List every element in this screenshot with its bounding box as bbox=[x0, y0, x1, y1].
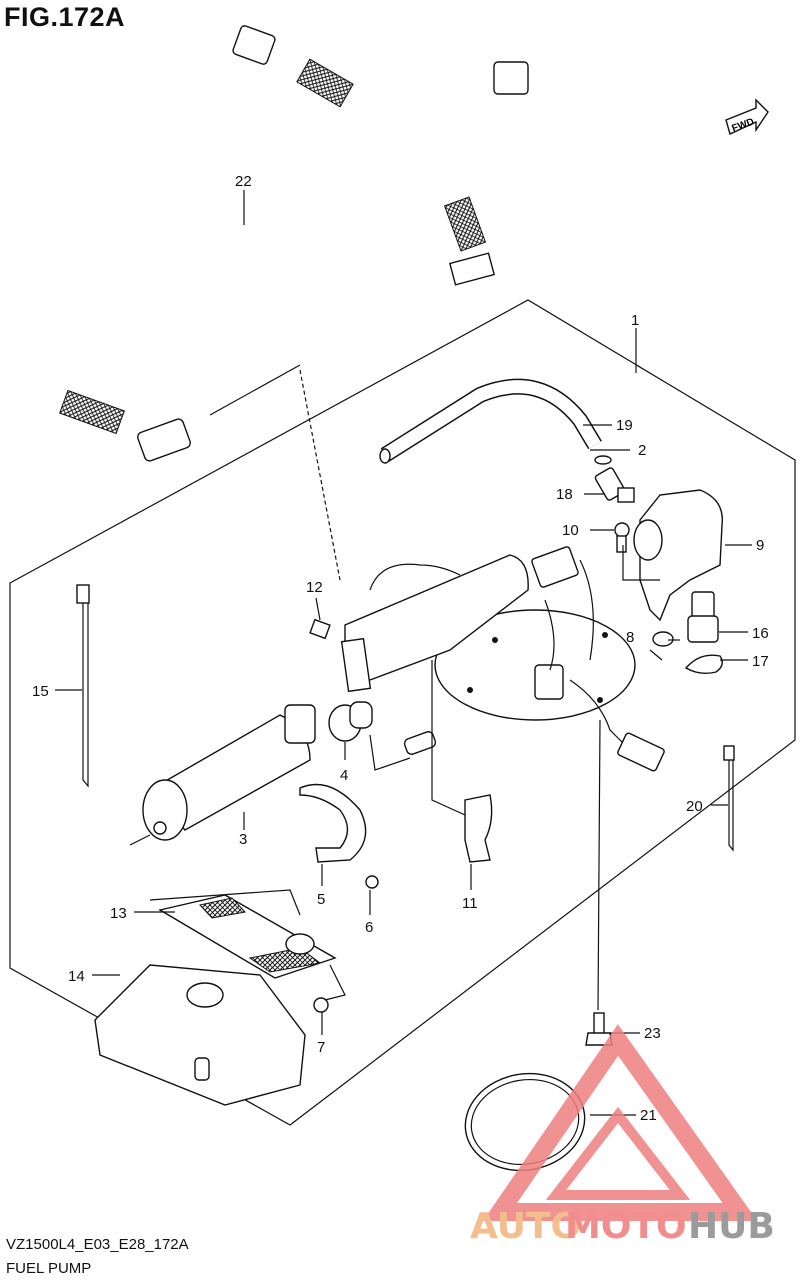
callout-14: 14 bbox=[68, 968, 85, 985]
callout-11: 11 bbox=[462, 895, 478, 912]
hose-19 bbox=[379, 378, 602, 464]
forward-arrow-badge: FWD bbox=[725, 98, 769, 135]
o-ring-8 bbox=[652, 631, 674, 647]
callout-7: 7 bbox=[317, 1039, 325, 1056]
washer-7 bbox=[313, 997, 329, 1013]
figure-title: FIG.172A bbox=[4, 2, 126, 32]
callout-12: 12 bbox=[306, 579, 323, 596]
cable-tie-15 bbox=[76, 584, 90, 788]
callout-17: 17 bbox=[752, 653, 769, 670]
callout-8: 8 bbox=[626, 629, 634, 646]
cushion-4 bbox=[328, 701, 373, 742]
callout-20: 20 bbox=[686, 798, 703, 815]
holder-11 bbox=[464, 794, 493, 863]
callout-23: 23 bbox=[644, 1025, 661, 1042]
screw-6 bbox=[365, 875, 379, 889]
bolt-10 bbox=[614, 522, 630, 553]
filter-13 bbox=[158, 894, 337, 979]
fuel-hose-22 bbox=[44, 25, 546, 462]
clip-17 bbox=[684, 654, 723, 675]
callout-13: 13 bbox=[110, 905, 127, 922]
callout-21: 21 bbox=[640, 1107, 657, 1124]
page-caption: FUEL PUMP bbox=[6, 1260, 92, 1277]
callout-18: 18 bbox=[556, 486, 573, 503]
model-code: VZ1500L4_E03_E28_172A bbox=[6, 1236, 189, 1253]
cable-tie-20 bbox=[723, 745, 735, 852]
clamp-12 bbox=[309, 618, 331, 640]
callout-1: 1 bbox=[631, 312, 639, 329]
band-5 bbox=[299, 783, 367, 863]
callout-9: 9 bbox=[756, 537, 764, 554]
callout-6: 6 bbox=[365, 919, 373, 936]
watermark-text-hub: HUB bbox=[688, 1206, 775, 1247]
callout-19: 19 bbox=[616, 417, 633, 434]
assembly-boundary bbox=[9, 299, 796, 1126]
watermark-text-auto: AUTO bbox=[470, 1206, 581, 1247]
fuel-pump-3 bbox=[142, 704, 316, 841]
bolt-23 bbox=[585, 1012, 613, 1046]
fitting-18 bbox=[594, 455, 635, 503]
bracket-9 bbox=[633, 489, 724, 622]
callout-labels: 22 1 19 2 18 10 9 12 8 16 17 15 4 20 3 5… bbox=[32, 173, 769, 1124]
watermark-text-moto: MOTO bbox=[565, 1206, 687, 1247]
callout-3: 3 bbox=[239, 831, 247, 848]
callout-16: 16 bbox=[752, 625, 769, 642]
callout-5: 5 bbox=[317, 891, 325, 908]
fitting-16 bbox=[687, 591, 719, 643]
callout-4: 4 bbox=[340, 767, 348, 784]
callout-10: 10 bbox=[562, 522, 579, 539]
callout-15: 15 bbox=[32, 683, 49, 700]
watermark-triangle bbox=[482, 1024, 758, 1221]
watermark-logo: AUTO MOTO HUB bbox=[470, 1024, 775, 1247]
callout-2: 2 bbox=[638, 442, 646, 459]
case-14 bbox=[94, 964, 306, 1106]
pump-plate-assembly bbox=[340, 546, 665, 772]
callout-22: 22 bbox=[235, 173, 252, 190]
